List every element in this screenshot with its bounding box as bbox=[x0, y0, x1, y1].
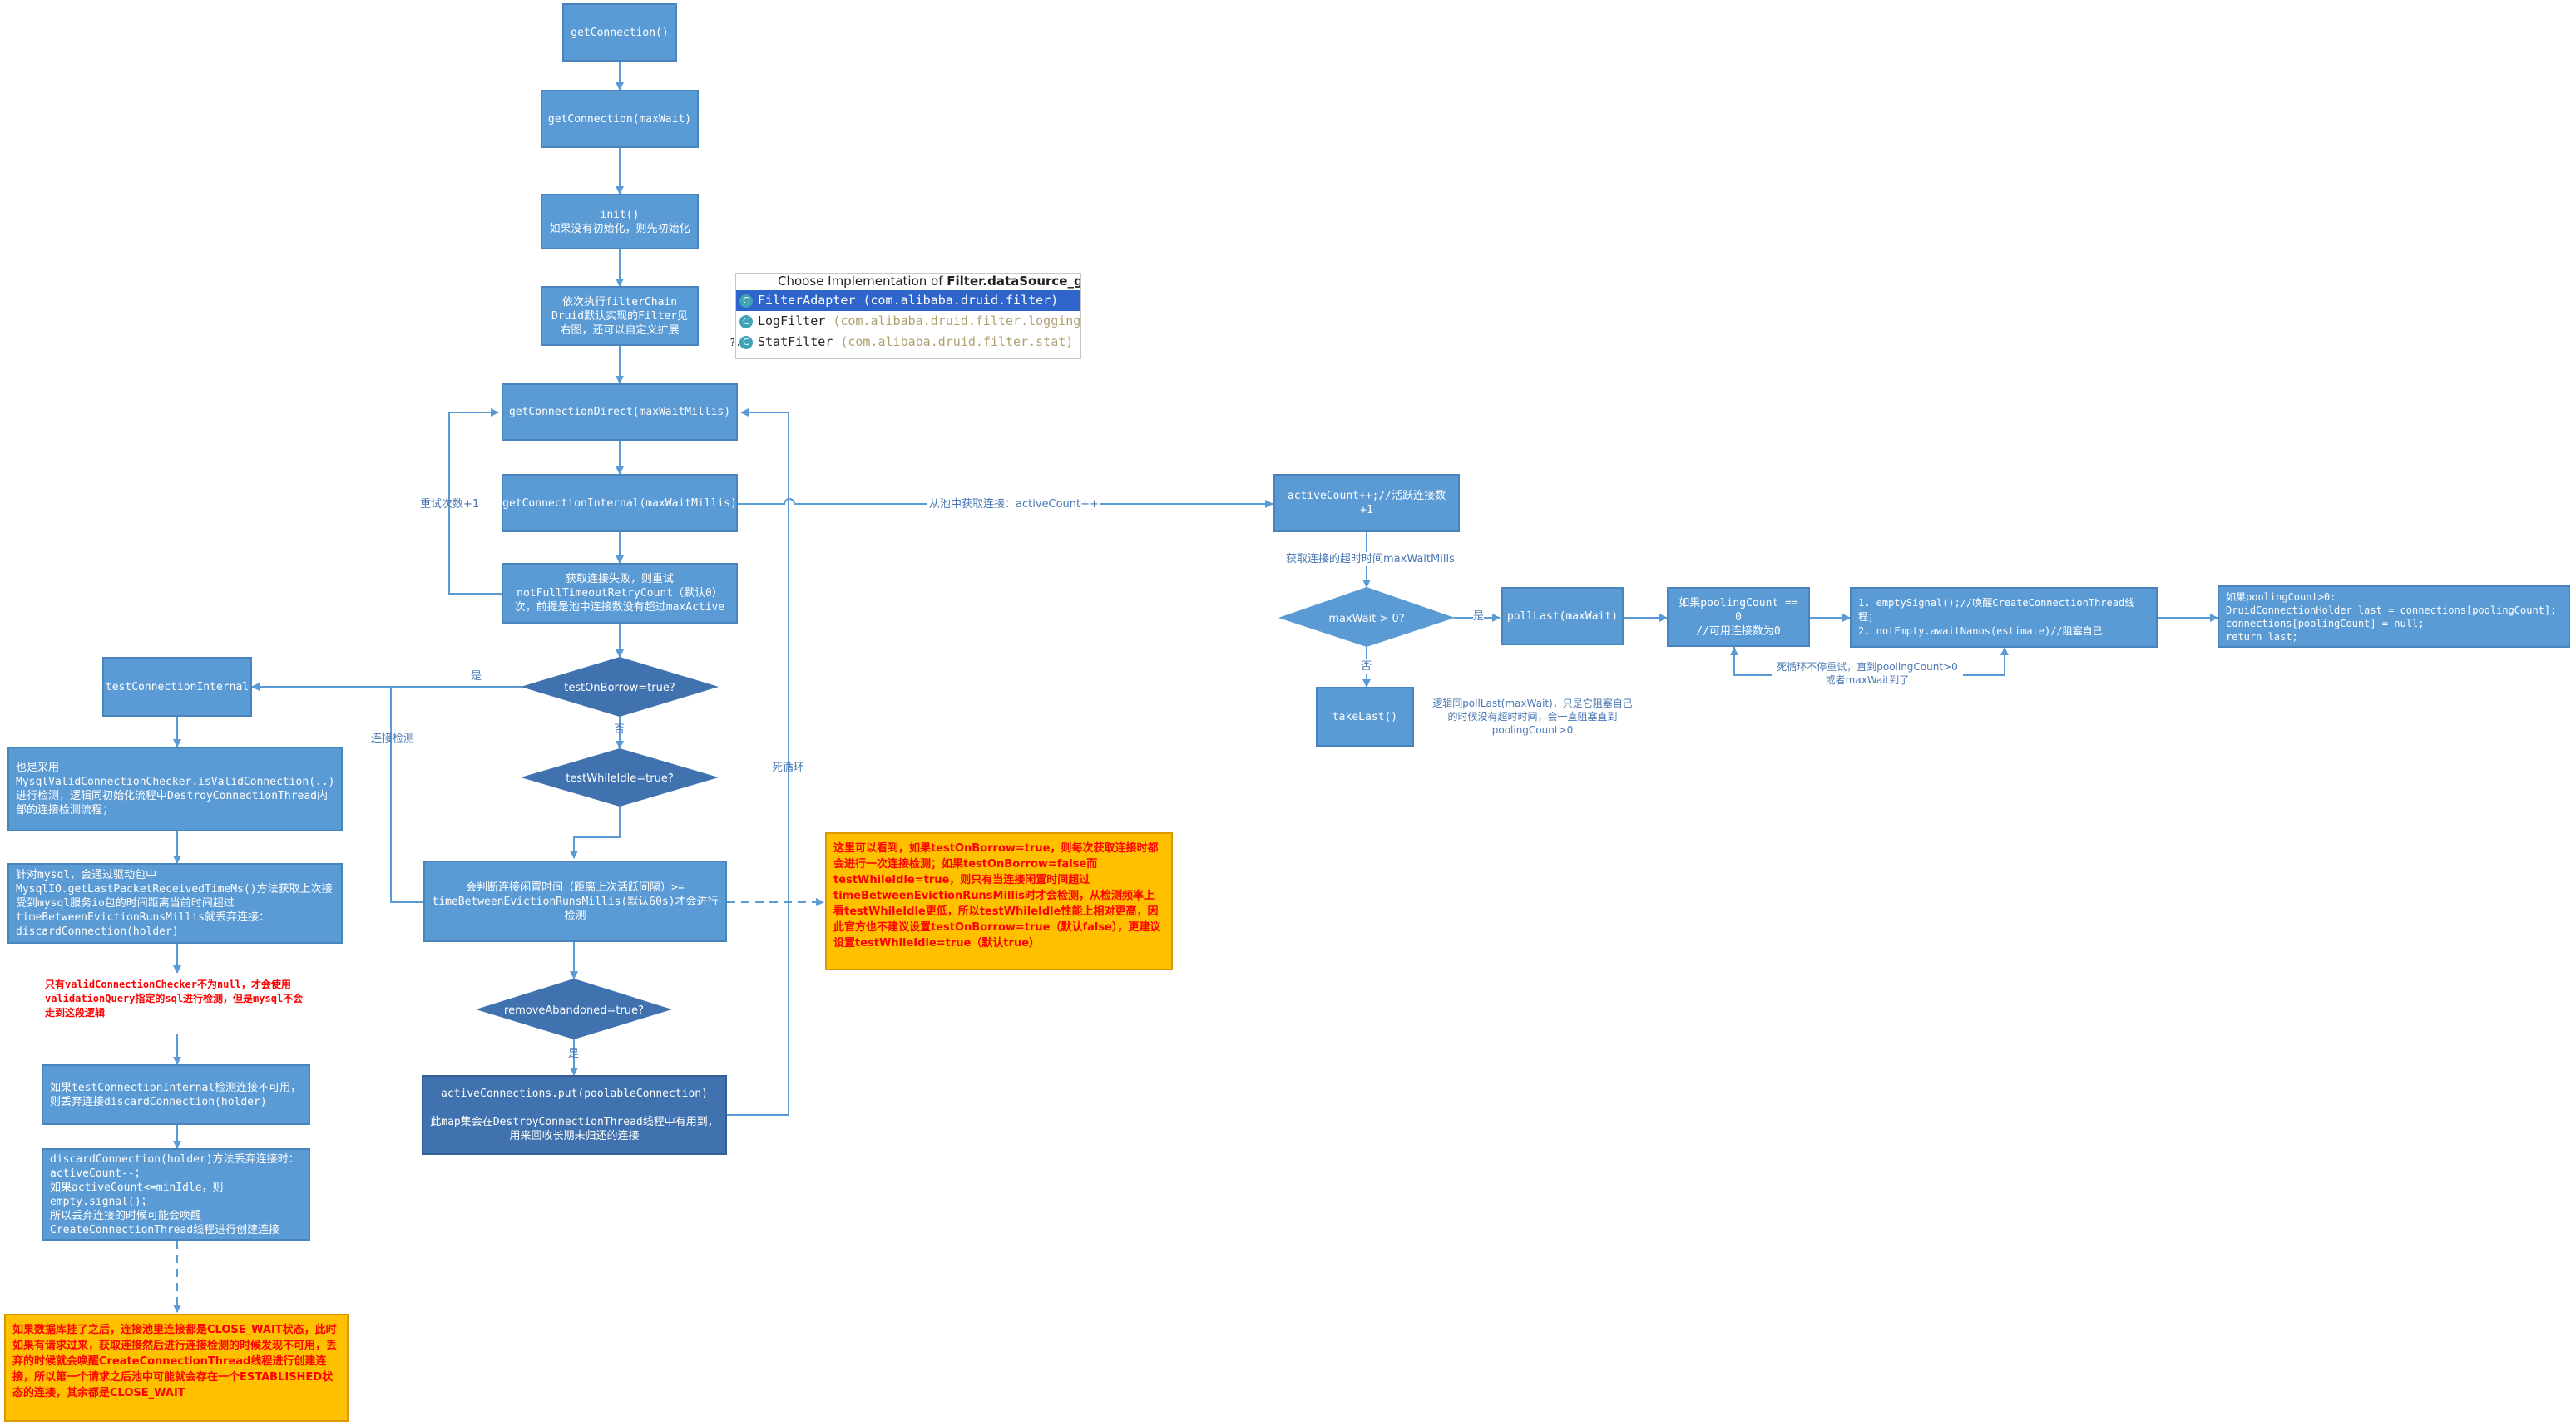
decision-diamonds bbox=[476, 587, 1455, 1039]
decision-test-on-borrow bbox=[521, 657, 719, 717]
label-timeout: 获取连接的超时时间maxWaitMills bbox=[1284, 552, 1456, 566]
box-discard-if-invalid: 如果testConnectionInternal检测连接不可用，则丢弃连接dis… bbox=[42, 1064, 310, 1125]
box-get-connection-direct: getConnectionDirect(maxWaitMillis) bbox=[502, 383, 738, 441]
label-dead-loop: 死循环 bbox=[772, 762, 805, 774]
box-get-connection: getConnection() bbox=[562, 3, 677, 62]
label-no-borrow: 否 bbox=[614, 723, 625, 736]
note-close-wait: 如果数据库挂了之后，连接池里连接都是CLOSE_WAIT状态，此时如果有请求过来… bbox=[4, 1314, 349, 1422]
box-return-last: 如果poolingCount>0: DruidConnectionHolder … bbox=[2218, 585, 2570, 648]
box-poll-last: pollLast(maxWait) bbox=[1501, 587, 1624, 645]
box-discard-detail: discardConnection(holder)方法丢弃连接时： active… bbox=[42, 1148, 310, 1241]
decision-max-wait bbox=[1278, 587, 1455, 647]
decision-remove-abandoned bbox=[476, 979, 672, 1039]
box-fail-retry: 获取连接失败，则重试notFullTimeoutRetryCount（默认0）次… bbox=[502, 563, 738, 624]
label-connection-check: 连接检测 bbox=[371, 733, 415, 745]
label-yes-borrow: 是 bbox=[471, 670, 482, 683]
box-filter-chain: 依次执行filterChain Druid默认实现的Filter见右图，还可以自… bbox=[541, 286, 699, 346]
box-mysql-checker: 也是采用MysqlValidConnectionChecker.isValidC… bbox=[7, 747, 343, 831]
box-empty-signal: 1. emptySignal();//唤醒CreateConnectionThr… bbox=[1850, 587, 2158, 648]
box-get-connection-internal: getConnectionInternal(maxWaitMillis) bbox=[502, 474, 738, 532]
class-icon: C bbox=[739, 335, 753, 349]
label-yes-abandoned: 是 bbox=[568, 1048, 580, 1060]
popup-title: Choose Implementation of Filter.dataSour… bbox=[778, 274, 1080, 289]
arrow-whileidle-to-idlecheck bbox=[570, 807, 621, 859]
class-icon: C bbox=[739, 294, 753, 308]
decision-max-wait-label: maxWait > 0? bbox=[1328, 613, 1404, 625]
decision-test-while-idle-label: testWhileIdle=true? bbox=[566, 772, 673, 785]
box-mysql-driver: 针对mysql，会通过驱动包中MysqlIO.getLastPacketRece… bbox=[7, 863, 343, 944]
box-pooling-count-zero: 如果poolingCount == 0 //可用连接数为0 bbox=[1667, 587, 1810, 647]
box-get-connection-maxwait: getConnection(maxWait) bbox=[541, 90, 699, 148]
box-idle-check: 会判断连接闲置时间（距离上次活跃间隔）>= timeBetweenEvictio… bbox=[423, 861, 727, 942]
note-test-on-borrow: 这里可以看到，如果testOnBorrow=true，则每次获取连接时都会进行一… bbox=[825, 832, 1173, 970]
label-no-maxwait: 否 bbox=[1361, 659, 1372, 674]
box-test-connection-internal: testConnectionInternal bbox=[102, 657, 252, 717]
label-yes-maxwait: 是 bbox=[1473, 609, 1485, 624]
box-init: init() 如果没有初始化，则先初始化 bbox=[541, 194, 699, 249]
arrow-retry-loop bbox=[448, 408, 502, 595]
decision-remove-abandoned-label: removeAbandoned=true? bbox=[504, 1004, 644, 1017]
arrow-idle-to-testconn bbox=[252, 686, 425, 903]
decision-test-while-idle bbox=[521, 748, 719, 807]
label-loop-retry: 死循环不停重试，直到poolingCount>0 或者maxWait到了 bbox=[1772, 660, 1963, 687]
arrow-dead-loop bbox=[727, 408, 789, 1116]
arrow-internal-to-activecount bbox=[738, 498, 1273, 508]
box-active-count: activeCount++;//活跃连接数+1 bbox=[1273, 474, 1460, 532]
implementation-chooser-popup: Choose Implementation of Filter.dataSour… bbox=[729, 273, 1081, 359]
box-take-last: takeLast() bbox=[1316, 687, 1414, 747]
popup-dots: ?. bbox=[729, 337, 742, 348]
decision-test-on-borrow-label: testOnBorrow=true? bbox=[564, 682, 675, 694]
label-take-last-note: 逻辑同pollLast(maxWait)，只是它阻塞自己的时候没有超时时间，会一… bbox=[1432, 698, 1633, 736]
box-active-connections: activeConnections.put(poolableConnection… bbox=[422, 1075, 727, 1155]
class-icon: C bbox=[739, 314, 753, 328]
note-validation-query: 只有validConnectionChecker不为null，才会使用valid… bbox=[42, 973, 310, 1034]
label-from-pool: 从池中获取连接：activeCount++ bbox=[927, 497, 1100, 511]
label-retry: 重试次数+1 bbox=[420, 498, 480, 511]
